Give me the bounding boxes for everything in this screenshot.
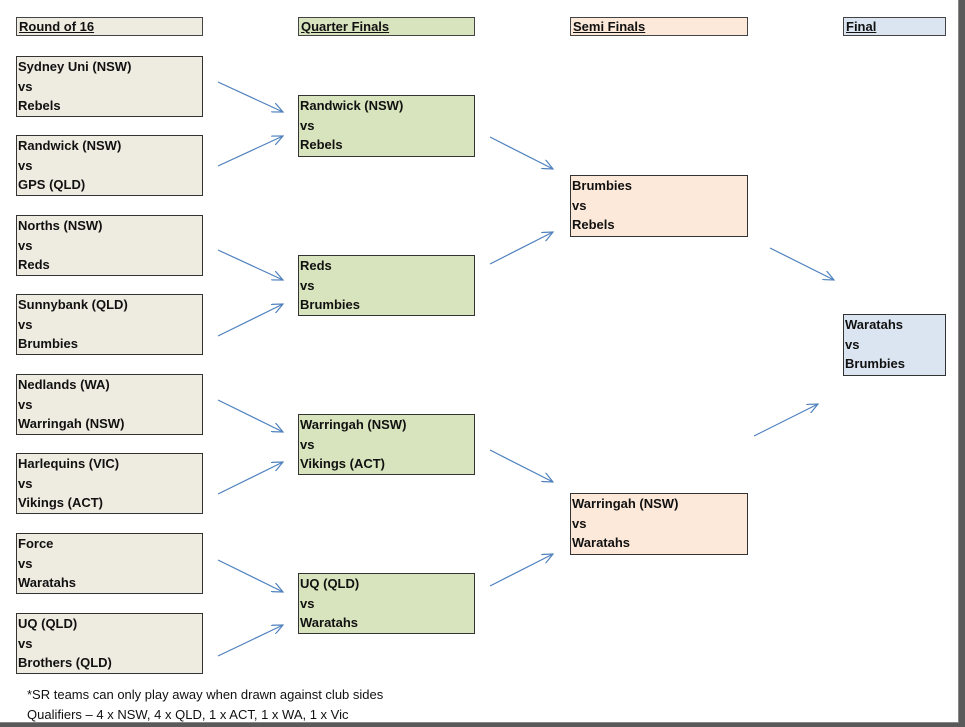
team-name: Warringah (NSW) — [300, 417, 407, 432]
r16-match-5: Nedlands (WA) vs Warringah (NSW) — [16, 374, 203, 435]
team-name: Waratahs — [845, 317, 904, 332]
sf-match-1: Brumbies vs Rebels — [570, 175, 748, 237]
vs-label: vs — [300, 278, 315, 293]
qf-match-4: UQ (QLD) vs Waratahs — [298, 573, 475, 634]
team-name: Sunnybank (QLD) — [18, 297, 128, 312]
r16-match-3: Norths (NSW) vs Reds — [16, 215, 203, 276]
team-name: Sydney Uni (NSW) — [18, 59, 132, 74]
team-name: Harlequins (VIC) — [18, 456, 120, 471]
team-name: Rebels — [18, 98, 61, 113]
arrow-r16-2-to-qf-1 — [217, 136, 283, 167]
team-name: Brothers (QLD) — [18, 655, 112, 670]
sf-match-2: Warringah (NSW) vs Waratahs — [570, 493, 748, 555]
team-name: Rebels — [572, 217, 615, 232]
team-name: Waratahs — [300, 615, 359, 630]
qf-match-1: Randwick (NSW) vs Rebels — [298, 95, 475, 157]
arrow-qf-4-to-sf-2 — [489, 554, 553, 587]
r16-match-7: Force vs Waratahs — [16, 533, 203, 594]
r16-match-2: Randwick (NSW) vs GPS (QLD) — [16, 135, 203, 196]
arrow-r16-1-to-qf-1 — [217, 81, 283, 112]
team-name: UQ (QLD) — [18, 616, 78, 631]
vs-label: vs — [300, 596, 315, 611]
team-name: Brumbies — [18, 336, 78, 351]
vs-label: vs — [572, 198, 587, 213]
team-name: Force — [18, 536, 54, 551]
team-name: Randwick (NSW) — [300, 98, 404, 113]
vs-label: vs — [18, 397, 33, 412]
vs-label: vs — [18, 238, 33, 253]
r16-match-6: Harlequins (VIC) vs Vikings (ACT) — [16, 453, 203, 514]
arrow-r16-8-to-qf-4 — [217, 625, 283, 657]
arrow-r16-3-to-qf-2 — [217, 249, 283, 280]
team-name: Randwick (NSW) — [18, 138, 122, 153]
note-qualifiers: Qualifiers – 4 x NSW, 4 x QLD, 1 x ACT, … — [27, 707, 349, 722]
team-name: Reds — [300, 258, 332, 273]
header-round-of-16: Round of 16 — [16, 17, 203, 36]
team-name: Reds — [18, 257, 50, 272]
r16-match-1: Sydney Uni (NSW) vs Rebels — [16, 56, 203, 117]
vs-label: vs — [845, 337, 860, 352]
team-name: Warringah (NSW) — [572, 496, 679, 511]
team-name: UQ (QLD) — [300, 576, 360, 591]
qf-match-2: Reds vs Brumbies — [298, 255, 475, 316]
team-name: Brumbies — [845, 356, 905, 371]
vs-label: vs — [18, 636, 33, 651]
vs-label: vs — [18, 556, 33, 571]
arrow-sf-2-to-final — [753, 404, 818, 437]
vs-label: vs — [18, 317, 33, 332]
team-name: Vikings (ACT) — [300, 456, 385, 471]
team-name: Vikings (ACT) — [18, 495, 103, 510]
vs-label: vs — [300, 118, 315, 133]
team-name: Rebels — [300, 137, 343, 152]
arrow-r16-6-to-qf-3 — [217, 462, 283, 495]
r16-match-4: Sunnybank (QLD) vs Brumbies — [16, 294, 203, 355]
team-name: Waratahs — [18, 575, 77, 590]
arrow-r16-5-to-qf-3 — [217, 399, 283, 432]
vs-label: vs — [18, 158, 33, 173]
arrow-r16-4-to-qf-2 — [217, 304, 283, 337]
r16-match-8: UQ (QLD) vs Brothers (QLD) — [16, 613, 203, 674]
team-name: Brumbies — [572, 178, 632, 193]
header-quarter-finals: Quarter Finals — [298, 17, 475, 36]
team-name: Waratahs — [572, 535, 631, 550]
team-name: GPS (QLD) — [18, 177, 86, 192]
vs-label: vs — [300, 437, 315, 452]
arrow-qf-2-to-sf-1 — [489, 232, 553, 265]
arrow-sf-1-to-final — [769, 247, 834, 280]
header-final: Final — [843, 17, 946, 36]
team-name: Brumbies — [300, 297, 360, 312]
team-name: Norths (NSW) — [18, 218, 103, 233]
team-name: Nedlands (WA) — [18, 377, 110, 392]
note-sr-teams: *SR teams can only play away when drawn … — [27, 687, 384, 702]
vs-label: vs — [18, 79, 33, 94]
vs-label: vs — [572, 516, 587, 531]
vs-label: vs — [18, 476, 33, 491]
final-match: Waratahs vs Brumbies — [843, 314, 946, 376]
arrow-qf-1-to-sf-1 — [489, 136, 553, 169]
arrow-qf-3-to-sf-2 — [489, 449, 553, 482]
qf-match-3: Warringah (NSW) vs Vikings (ACT) — [298, 414, 475, 475]
header-semi-finals: Semi Finals — [570, 17, 748, 36]
team-name: Warringah (NSW) — [18, 416, 125, 431]
arrow-r16-7-to-qf-4 — [217, 559, 283, 592]
